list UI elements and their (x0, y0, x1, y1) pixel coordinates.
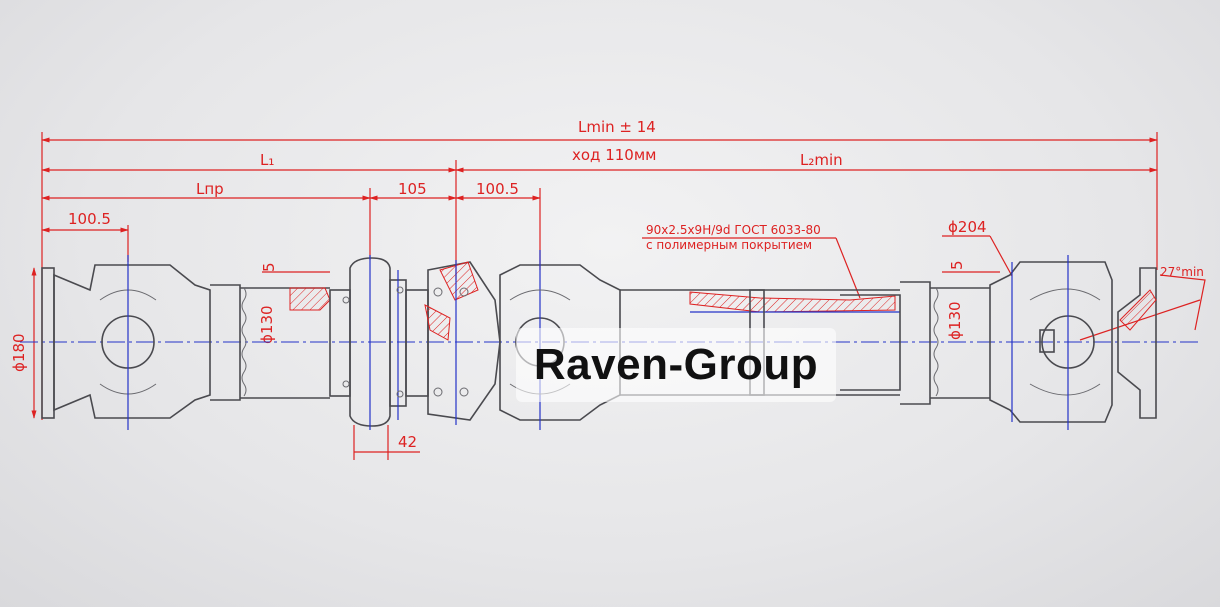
right-tube (930, 271, 1000, 399)
total-length-label: Lmin ± 14 (578, 118, 656, 136)
spline-note-line2: с полимерным покрытием (646, 238, 812, 252)
right-yoke (989, 255, 1113, 430)
angle-label: 27°min (1160, 265, 1204, 279)
dimension-lines (31, 132, 1206, 460)
spline-note: 90x2.5x9H/9d ГОСТ 6033-80 с полимерным п… (642, 223, 861, 299)
d100-5-left-label: 100.5 (68, 210, 111, 228)
five-left-label: 5 (260, 262, 278, 272)
phi180-label: ϕ180 (10, 333, 28, 372)
left-flange-yoke (41, 255, 211, 430)
phi130-right-label: ϕ130 (946, 301, 964, 340)
l2min-label: L₂min (800, 151, 843, 169)
d105-label: 105 (398, 180, 427, 198)
d42-label: 42 (398, 433, 417, 451)
five-right-label: 5 (948, 260, 966, 270)
left-tube (210, 271, 331, 401)
watermark-text: Raven-Group (533, 340, 819, 389)
phi130-left-label: ϕ130 (258, 305, 276, 344)
watermark-badge: Raven-Group (516, 328, 836, 402)
d100-5-mid-label: 100.5 (476, 180, 519, 198)
stroke-label: ход 110мм (572, 146, 656, 164)
l1-label: L₁ (260, 151, 274, 169)
spline-note-line1: 90x2.5x9H/9d ГОСТ 6033-80 (646, 223, 821, 237)
lpr-label: Lпр (196, 180, 224, 198)
dimension-labels: Lmin ± 14 ход 110мм L₁ L₂min Lпр 105 100… (10, 118, 1204, 451)
right-end-flange (1117, 267, 1157, 419)
middle-yoke (424, 260, 501, 425)
phi204-label: ϕ204 (948, 218, 987, 236)
flange-coupling (329, 255, 429, 430)
